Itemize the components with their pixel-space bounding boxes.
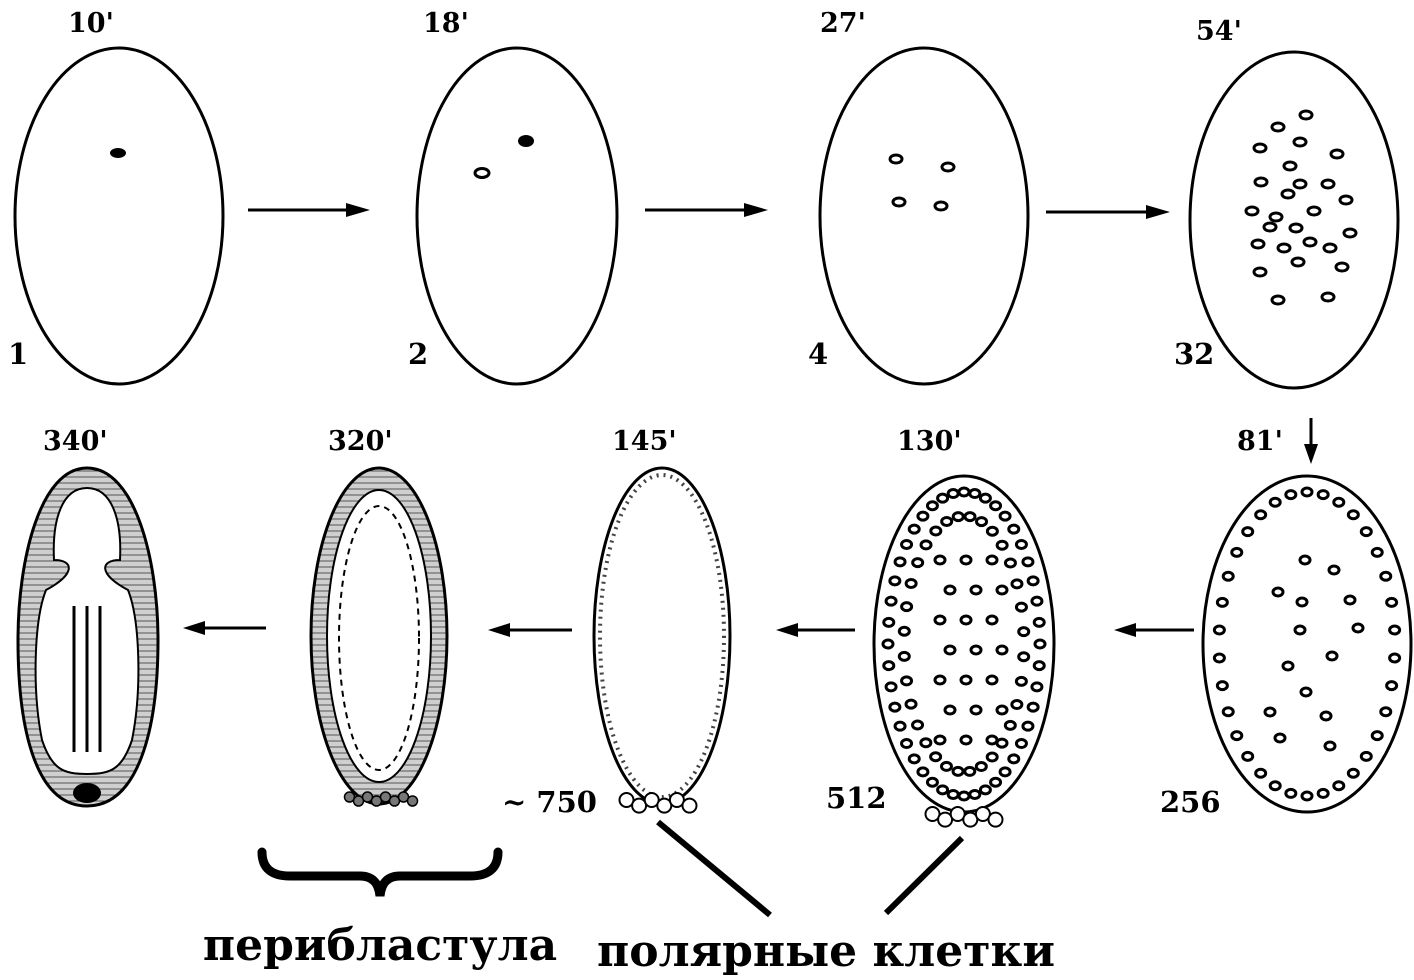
arrow-7-8 bbox=[488, 623, 572, 637]
pole-cells bbox=[73, 783, 101, 803]
nucleus bbox=[110, 148, 126, 158]
pointer-line bbox=[658, 822, 770, 915]
stage-5-count: 256 bbox=[1160, 785, 1221, 819]
stage-2-time: 18' bbox=[423, 8, 469, 39]
stage-1-time: 10' bbox=[68, 8, 114, 39]
stage-8-time: 320' bbox=[328, 426, 393, 457]
stage-1-count: 1 bbox=[8, 337, 28, 371]
stage-4-time: 54' bbox=[1196, 16, 1242, 47]
stage-5: 81' 256 bbox=[1160, 426, 1411, 819]
polar-cells-callout: полярные клетки bbox=[597, 822, 1055, 977]
stage-4: 54' 32 bbox=[1174, 16, 1398, 388]
polar-cell bbox=[683, 799, 697, 813]
stage-9-time: 340' bbox=[43, 426, 108, 457]
stage-2: 18' 2 bbox=[408, 8, 617, 384]
stage-6-count: 512 bbox=[826, 781, 887, 815]
arrow-1-2 bbox=[248, 203, 370, 217]
arrow-4-5 bbox=[1304, 418, 1318, 464]
pointer-line bbox=[886, 838, 962, 913]
egg-outline bbox=[417, 48, 617, 384]
stage-8: 320' периб­ластула bbox=[203, 426, 557, 971]
egg-outline bbox=[820, 48, 1028, 384]
stage-7: 145' ~ 750 bbox=[502, 426, 730, 819]
egg-outline bbox=[1190, 52, 1398, 388]
periblastula-label: периб­ластула bbox=[203, 920, 557, 971]
brace bbox=[262, 852, 498, 896]
nucleus bbox=[518, 135, 534, 147]
stage-3-count: 4 bbox=[808, 337, 828, 371]
polar-cell bbox=[989, 813, 1003, 827]
stage-3: 27' 4 bbox=[808, 8, 1028, 384]
arrow-2-3 bbox=[645, 203, 768, 217]
polar-cells bbox=[926, 807, 1003, 827]
stage-7-count: ~ 750 bbox=[502, 785, 597, 819]
stage-4-count: 32 bbox=[1174, 337, 1214, 371]
stage-3-time: 27' bbox=[820, 8, 866, 39]
stage-7-time: 145' bbox=[612, 426, 677, 457]
egg-outline bbox=[1203, 476, 1411, 812]
egg-outline bbox=[15, 48, 223, 384]
stage-2-count: 2 bbox=[408, 337, 428, 371]
stage-6-time: 130' bbox=[897, 426, 962, 457]
stage-9: 340' bbox=[18, 426, 158, 806]
arrow-6-7 bbox=[776, 623, 855, 637]
arrow-3-4 bbox=[1046, 205, 1170, 219]
stage-6: 130' 512 bbox=[826, 426, 1054, 827]
stage-1: 10' 1 bbox=[8, 8, 223, 384]
egg-outline bbox=[874, 476, 1054, 812]
polar-cell bbox=[408, 796, 418, 806]
arrow-5-6 bbox=[1114, 623, 1194, 637]
arrow-8-9 bbox=[183, 621, 266, 635]
egg-outline bbox=[594, 468, 730, 804]
stage-5-time: 81' bbox=[1237, 426, 1283, 457]
yolk bbox=[327, 490, 431, 782]
polar-cells-label: полярные клетки bbox=[597, 926, 1055, 977]
